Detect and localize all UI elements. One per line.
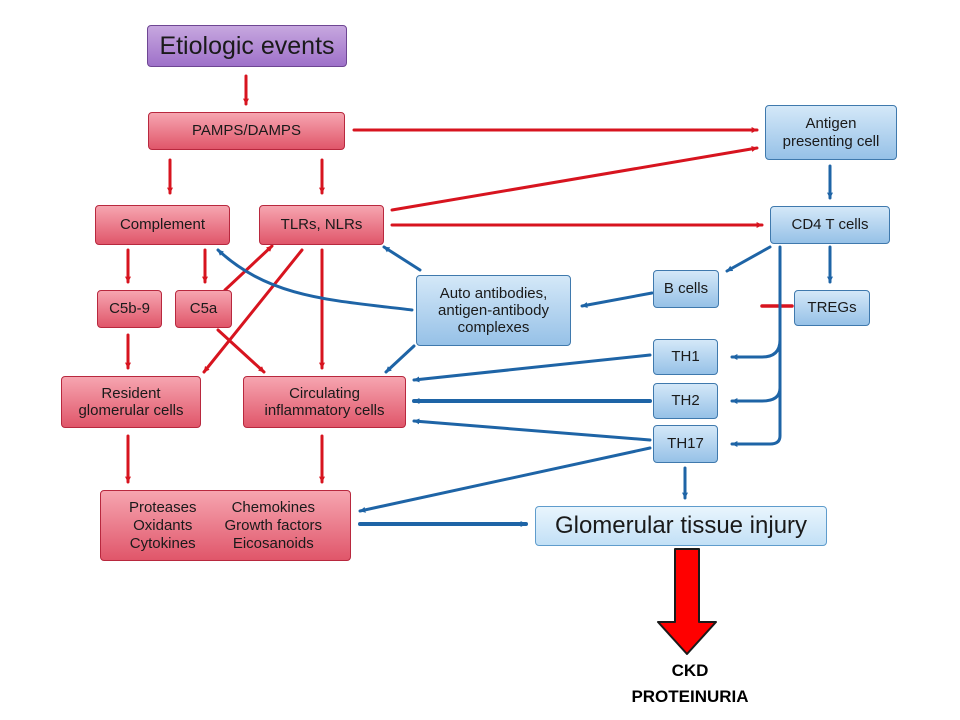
arrow-c5a-to-circulating	[216, 328, 266, 374]
node-antigen-presenting-cell: Antigen presenting cell	[765, 105, 897, 160]
mediator-oxidants: Oxidants	[133, 516, 193, 534]
arrow-tlrs-to-apc	[390, 145, 759, 212]
outcome-proteinuria: PROTEINURIA	[631, 687, 749, 706]
node-circulating-inflammatory-cells: Circulating inflammatory cells	[243, 376, 406, 428]
node-resident-glomerular-cells: Resident glomerular cells	[61, 376, 201, 428]
node-th17: TH17	[653, 425, 718, 463]
arrow-cd4-to-th2	[730, 386, 782, 404]
arrow-autoantibodies-to-tlrs	[382, 245, 422, 272]
mediator-eicosanoids: Eicosanoids	[232, 535, 314, 553]
arrow-tlrs-to-resident	[202, 248, 304, 374]
node-b-cells: B cells	[653, 270, 719, 308]
node-glomerular-tissue-injury: Glomerular tissue injury	[535, 506, 827, 546]
arrow-th17-to-mediators	[358, 446, 652, 513]
arrow-cd4-branches	[730, 245, 782, 447]
arrow-bcells-to-autoantibodies	[580, 291, 654, 308]
mediator-chemokines: Chemokines	[231, 498, 315, 516]
node-mediators: Proteases Chemokines Oxidants Growth fac…	[100, 490, 351, 561]
node-c5b9: C5b-9	[97, 290, 162, 328]
mediator-growth-factors: Growth factors	[224, 516, 323, 534]
big-down-arrow	[657, 548, 717, 655]
arrow-th1-to-circulating	[412, 353, 652, 383]
arrow-autoantibodies-to-complement	[216, 248, 414, 312]
mediator-cytokines: Cytokines	[129, 535, 196, 553]
node-th2: TH2	[653, 383, 718, 419]
node-etiologic-events: Etiologic events	[147, 25, 347, 67]
node-complement: Complement	[95, 205, 230, 245]
node-tregs: TREGs	[794, 290, 870, 326]
outcome-ckd: CKD	[671, 661, 709, 680]
node-cd4-t-cells: CD4 T cells	[770, 206, 890, 244]
node-auto-antibodies: Auto antibodies, antigen-antibody comple…	[416, 275, 571, 346]
node-th1: TH1	[653, 339, 718, 375]
outcome-label: CKD PROTEINURIA	[600, 658, 780, 710]
node-tlrs-nlrs: TLRs, NLRs	[259, 205, 384, 245]
mediator-proteases: Proteases	[128, 498, 197, 516]
node-pamps-damps: PAMPS/DAMPS	[148, 112, 345, 150]
arrow-th17-to-circulating	[412, 418, 652, 442]
arrow-c5a-to-tlrs	[223, 244, 274, 292]
arrow-cd4-to-bcells	[725, 245, 772, 273]
arrow-autoantibodies-to-circulating	[384, 344, 416, 374]
arrow-cd4-to-th1	[730, 338, 782, 360]
node-c5a: C5a	[175, 290, 232, 328]
